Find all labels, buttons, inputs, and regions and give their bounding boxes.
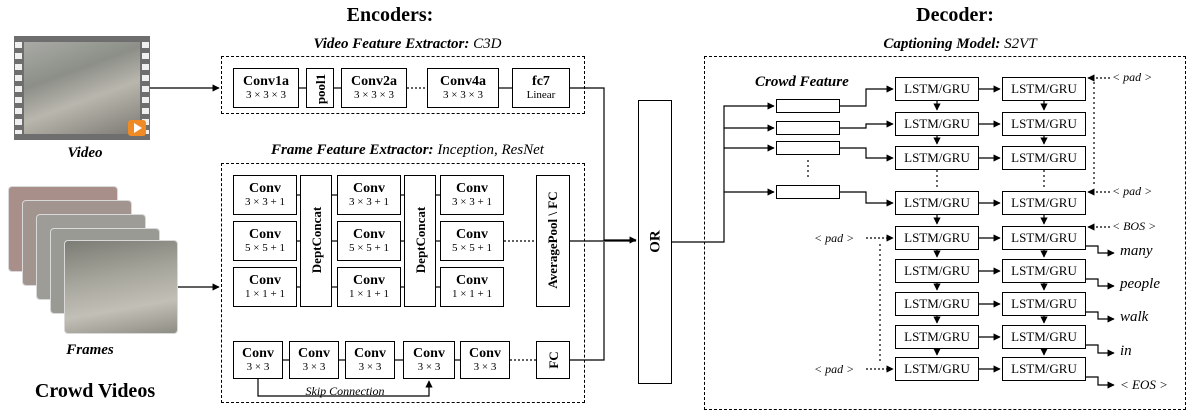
- encoders-heading: Encoders:: [346, 4, 434, 26]
- frames-label: Frames: [66, 342, 114, 358]
- bos-token: < BOS >: [1112, 219, 1157, 233]
- video-extractor-frame: [221, 56, 585, 114]
- output-word-1: many: [1120, 243, 1153, 259]
- lstm-cell-l1-r8: LSTM/GRU: [895, 325, 979, 349]
- crowd-feature-vector-4: [776, 185, 840, 199]
- frame-extractor-title: Frame Feature Extractor: Inception, ResN…: [271, 142, 544, 158]
- depth-concat-2: DeptConcat: [404, 175, 436, 307]
- crowd-feature-vector-1: [776, 99, 840, 113]
- lstm-cell-l2-r8: LSTM/GRU: [1002, 325, 1086, 349]
- video-extractor-title: Video Feature Extractor: C3D: [313, 36, 502, 52]
- video-label: Video: [67, 145, 103, 161]
- output-word-2: people: [1120, 276, 1160, 292]
- lstm-cell-l2-r3: LSTM/GRU: [1002, 146, 1086, 170]
- crowd-feature-vector-2: [776, 121, 840, 135]
- output-word-3: walk: [1120, 309, 1149, 325]
- skip-connection-label: Skip Connection: [305, 384, 385, 398]
- pad-token-top: < pad >: [1112, 70, 1153, 84]
- video-thumbnail: [14, 36, 150, 140]
- resnet-fc: FC: [536, 341, 570, 379]
- crowd-feature-vector-3: [776, 141, 840, 155]
- output-word-5: < EOS >: [1120, 377, 1168, 392]
- lstm-cell-l1-r5: LSTM/GRU: [895, 226, 979, 250]
- lstm-cell-l2-r5: LSTM/GRU: [1002, 226, 1086, 250]
- pad-token-mid: < pad >: [1112, 184, 1153, 198]
- captioning-model-title: Captioning Model: S2VT: [883, 36, 1037, 52]
- pad-token-left-1: < pad >: [814, 231, 855, 245]
- lstm-cell-l2-r9: LSTM/GRU: [1002, 357, 1086, 381]
- output-word-4: in: [1120, 343, 1132, 359]
- or-selector: OR: [638, 100, 672, 384]
- c3d-pool1-layer: pool1: [306, 68, 334, 108]
- lstm-cell-l2-r6: LSTM/GRU: [1002, 259, 1086, 283]
- lstm-cell-l2-r4: LSTM/GRU: [1002, 191, 1086, 215]
- lstm-cell-l1-r7: LSTM/GRU: [895, 292, 979, 316]
- decoder-heading: Decoder:: [916, 4, 994, 26]
- lstm-cell-l1-r4: LSTM/GRU: [895, 191, 979, 215]
- lstm-cell-l1-r1: LSTM/GRU: [895, 77, 979, 101]
- crowd-videos-title: Crowd Videos: [34, 380, 156, 402]
- average-pool-fc: AveragePool \ FC: [536, 175, 570, 307]
- lstm-cell-l2-r7: LSTM/GRU: [1002, 292, 1086, 316]
- depth-concat-1: DeptConcat: [300, 175, 332, 307]
- frames-stack: [8, 186, 178, 336]
- crowd-feature-label: Crowd Feature: [755, 74, 849, 90]
- pad-token-left-2: < pad >: [814, 362, 855, 376]
- lstm-cell-l2-r1: LSTM/GRU: [1002, 77, 1086, 101]
- play-icon: [128, 120, 146, 136]
- lstm-cell-l1-r2: LSTM/GRU: [895, 112, 979, 136]
- lstm-cell-l1-r3: LSTM/GRU: [895, 146, 979, 170]
- lstm-cell-l1-r9: LSTM/GRU: [895, 357, 979, 381]
- lstm-cell-l1-r6: LSTM/GRU: [895, 259, 979, 283]
- lstm-cell-l2-r2: LSTM/GRU: [1002, 112, 1086, 136]
